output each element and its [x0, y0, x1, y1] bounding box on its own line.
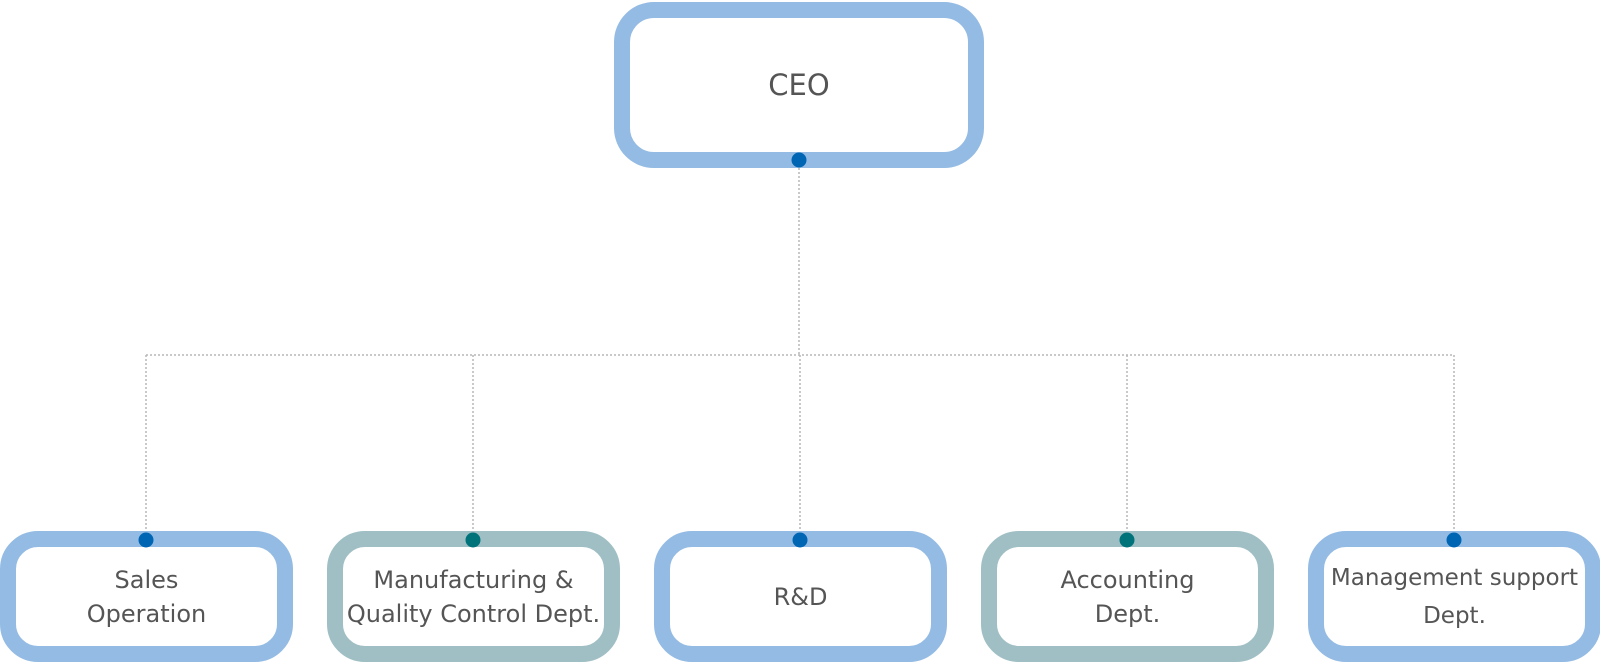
accounting-label: Accounting Dept.: [1060, 565, 1195, 628]
ceo-label: CEO: [768, 68, 830, 102]
ceo-node: CEO: [614, 2, 984, 168]
manufacturing-connector-dot: [465, 532, 481, 548]
rnd-label: R&D: [773, 582, 828, 611]
ceo-connector-dot: [791, 152, 807, 168]
sales-operation-node: Sales Operation: [0, 531, 293, 662]
manufacturing-quality-control-label: Manufacturing & Quality Control Dept.: [346, 565, 601, 628]
sales-connector-dot: [138, 532, 154, 548]
rnd-node: R&D: [654, 531, 947, 662]
rnd-connector-dot: [792, 532, 808, 548]
management-support-connector-dot: [1446, 532, 1462, 548]
accounting-connector-dot: [1119, 532, 1135, 548]
accounting-node: Accounting Dept.: [981, 531, 1274, 662]
management-support-node: Management support Dept.: [1308, 531, 1600, 662]
manufacturing-quality-control-node: Manufacturing & Quality Control Dept.: [327, 531, 620, 662]
sales-operation-label: Sales Operation: [86, 565, 207, 628]
management-support-label: Management support Dept.: [1330, 564, 1579, 629]
